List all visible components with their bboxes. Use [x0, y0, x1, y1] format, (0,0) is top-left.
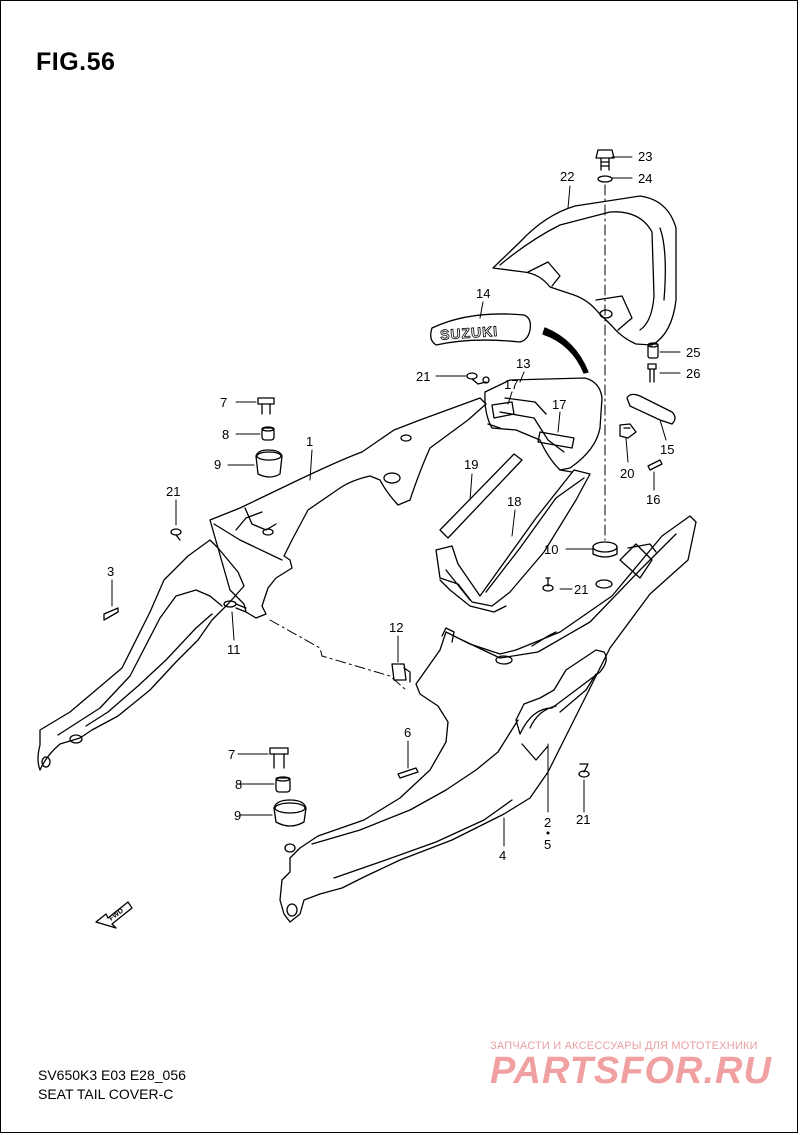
trim-strip-19: [439, 453, 523, 539]
rivet-21-mid: [542, 577, 554, 592]
trim-stripe: [542, 327, 589, 374]
watermark-brand: PARTSFOR.RU: [490, 1050, 772, 1092]
collar-8-upper: [261, 426, 275, 441]
bolt-7-lower: [269, 747, 289, 769]
bottom-cover-18: [435, 469, 591, 613]
callout-18: 18: [507, 494, 521, 509]
callout-5: 5: [544, 837, 551, 852]
callout-12: 12: [389, 620, 403, 635]
grommet-seat: [595, 579, 613, 589]
grommet-9-upper: [255, 449, 283, 478]
callout-labels: 23 24 22 14 25 26 13 21 17 17 7 8 9 1 15…: [107, 149, 700, 863]
grommet-10: [592, 541, 618, 558]
bolt-26: [647, 363, 657, 383]
figure-title: FIG.56: [36, 48, 116, 76]
collar-8-lower: [275, 776, 291, 793]
trim-strip-3: [103, 607, 119, 621]
callout-21-left: 21: [166, 484, 180, 499]
rivet-21-top: [466, 372, 490, 385]
callout-7-upper: 7: [220, 395, 227, 410]
callout-23: 23: [638, 149, 652, 164]
callout-14: 14: [476, 286, 490, 301]
bolt-23: [595, 149, 615, 171]
rivet-21-left: [170, 528, 182, 541]
callout-17-right: 17: [552, 397, 566, 412]
watermark-tagline: ЗАПЧАСТИ И АКСЕССУАРЫ ДЛЯ МОТОТЕХНИКИ: [490, 1040, 758, 1052]
washer-24: [597, 175, 613, 183]
section-name: SEAT TAIL COVER-C: [38, 1086, 174, 1102]
suzuki-emblem-text: SUZUKI: [440, 323, 499, 343]
callout-25: 25: [686, 345, 700, 360]
callout-26: 26: [686, 366, 700, 381]
grommet-9-lower: [273, 799, 307, 827]
callout-24: 24: [638, 171, 652, 186]
callout-22: 22: [560, 169, 574, 184]
callout-7-lower: 7: [228, 747, 235, 762]
suzuki-emblem-part: SUZUKI: [430, 313, 532, 346]
callout-1: 1: [306, 434, 313, 449]
callout-2: 2: [544, 815, 551, 830]
trim-strip-6: [397, 767, 419, 779]
dot-2-5: [546, 831, 550, 835]
tail-upper-cover-part: [484, 377, 603, 473]
model-code: SV650K3 E03 E28_056: [38, 1067, 186, 1083]
alignment-line-2: [269, 619, 407, 691]
clip-20: [619, 423, 637, 439]
callout-19: 19: [464, 457, 478, 472]
clip-12: [391, 663, 411, 683]
callout-15: 15: [660, 442, 674, 457]
bush-25: [647, 342, 659, 359]
callout-10: 10: [544, 542, 558, 557]
grab-rail-part: [492, 195, 677, 346]
pad-16: [647, 459, 663, 471]
callout-16: 16: [646, 492, 660, 507]
callout-17-left: 17: [504, 377, 518, 392]
callout-3: 3: [107, 564, 114, 579]
callout-8-lower: 8: [235, 777, 242, 792]
sv-badge-part: [515, 649, 607, 761]
callout-11: 11: [227, 642, 241, 657]
leader-lines: [111, 156, 681, 847]
callout-21-right: 21: [576, 812, 590, 827]
callout-8-upper: 8: [222, 427, 229, 442]
side-cover-left-part: [37, 539, 245, 771]
callout-21-mid: 21: [574, 582, 588, 597]
callout-9-upper: 9: [214, 457, 221, 472]
pad-15: [626, 393, 676, 425]
frame-bracket-part: [209, 397, 487, 619]
callout-20: 20: [620, 466, 634, 481]
screw-11: [223, 600, 247, 613]
callout-6: 6: [404, 725, 411, 740]
fwd-arrow: FWD: [95, 901, 133, 929]
rivet-21-right: [578, 763, 590, 778]
main-tail-cover-part: [279, 515, 697, 923]
bolt-7-upper: [257, 397, 275, 415]
callout-4: 4: [499, 848, 506, 863]
callout-13: 13: [516, 356, 530, 371]
callout-21-top: 21: [416, 369, 430, 384]
callout-9-lower: 9: [234, 808, 241, 823]
